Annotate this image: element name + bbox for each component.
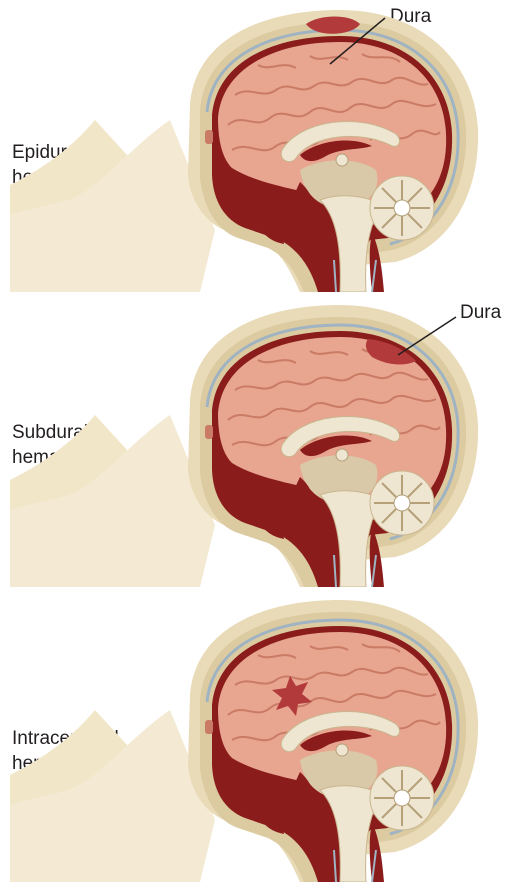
brain-diagram-epidural [0, 0, 512, 292]
brain-diagram-intracerebral [0, 590, 512, 882]
brain-diagram-subdural [0, 295, 512, 587]
